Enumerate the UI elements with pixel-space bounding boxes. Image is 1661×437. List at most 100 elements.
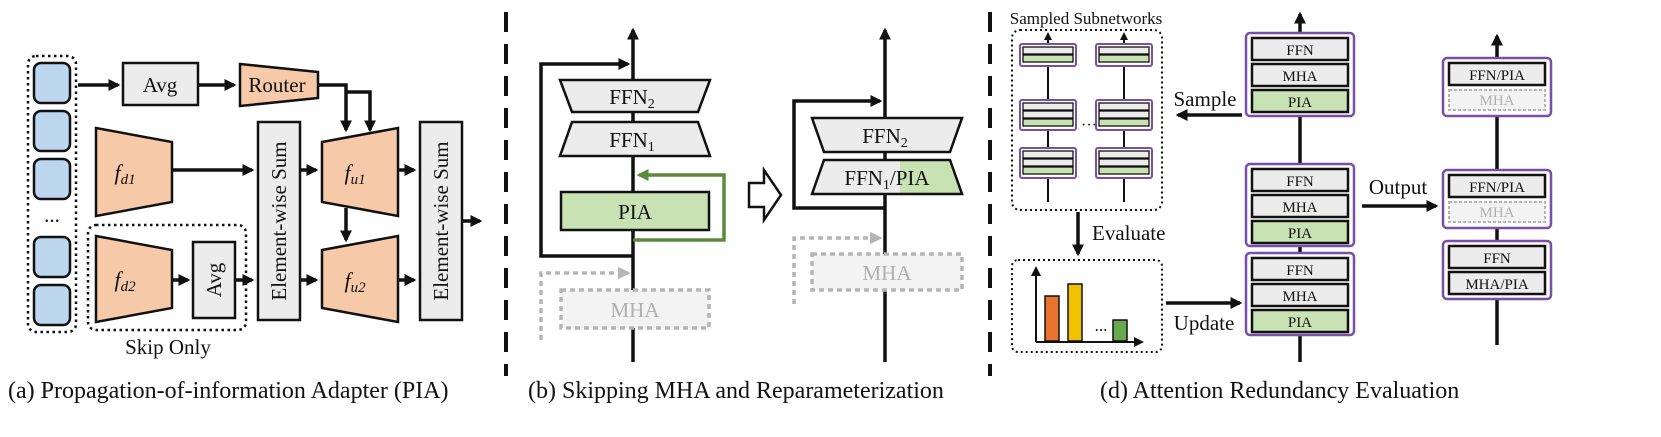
mini-arrowhead bbox=[1120, 32, 1128, 40]
output-block-mid: FFN/PIA MHA bbox=[1441, 168, 1553, 230]
fd2-label: fd2 bbox=[114, 267, 136, 295]
layer-mha-pia bbox=[1447, 270, 1547, 296]
avg-label-side: Avg bbox=[202, 262, 226, 297]
ffn2-label-b1: FFN2 bbox=[609, 85, 655, 112]
ffn1-box-b2-gray bbox=[812, 160, 900, 194]
fu2-box bbox=[320, 234, 400, 324]
update-label: Update bbox=[1174, 311, 1235, 335]
layer-label: MHA bbox=[1282, 69, 1317, 85]
avg-box-top bbox=[121, 61, 200, 107]
pia-label-b1: PIA bbox=[618, 200, 653, 224]
fd1-box bbox=[94, 126, 174, 218]
bar-green bbox=[1112, 319, 1128, 342]
mini-layer bbox=[1022, 150, 1074, 159]
panel-d: Sampled Subnetworks ⋮ ⋮ ··· Sample Evalu… bbox=[1010, 9, 1553, 404]
mini-layer bbox=[1098, 150, 1150, 159]
layer-label: FFN bbox=[1286, 43, 1314, 59]
mini-layer bbox=[1022, 158, 1074, 167]
output-dots: ⋮ bbox=[1487, 129, 1507, 151]
layer-ffn bbox=[1447, 244, 1547, 270]
router-box bbox=[238, 62, 320, 108]
token bbox=[32, 61, 72, 105]
layer-mha bbox=[1250, 62, 1350, 88]
panel-b: FFN2 FFN1 PIA MHA FFN2 FFN1/PIA MHA (b) … bbox=[528, 27, 964, 404]
layer-pia bbox=[1250, 308, 1350, 334]
sampled-subnetworks-group bbox=[1011, 29, 1163, 211]
dashed-path-b2 bbox=[792, 231, 883, 304]
layer-label: PIA bbox=[1288, 95, 1312, 111]
mha-box-b1 bbox=[559, 288, 711, 330]
panel-a: ... Avg Router fd1 fd2 Avg Skip Only Ele… bbox=[8, 54, 483, 404]
layer-label: MHA bbox=[1282, 200, 1317, 216]
layer-mha bbox=[1250, 193, 1350, 219]
mha-box-b2 bbox=[810, 252, 964, 292]
token-group bbox=[26, 54, 78, 334]
mini-dots-v-right: ⋮ bbox=[1116, 77, 1132, 94]
layer-label-skipped: MHA bbox=[1479, 205, 1514, 221]
mini-layer bbox=[1022, 54, 1074, 63]
fd2-box bbox=[94, 234, 174, 324]
fu1-label: fu1 bbox=[344, 160, 365, 188]
element-wise-sum-1 bbox=[256, 120, 302, 322]
layer-mha-skipped bbox=[1448, 89, 1546, 111]
skip-path-b2 bbox=[792, 95, 885, 210]
layer-label: PIA bbox=[1288, 226, 1312, 242]
ffn1-pia-label-b2: FFN1/PIA bbox=[844, 166, 930, 193]
supernet-block-bottom: FFN MHA PIA bbox=[1244, 251, 1356, 337]
mini-layer bbox=[1022, 102, 1074, 111]
mini-layer bbox=[1022, 46, 1074, 55]
evaluation-chart-group bbox=[1011, 259, 1163, 353]
bar-dots: ... bbox=[1095, 316, 1108, 335]
mha-label-b2: MHA bbox=[862, 261, 912, 285]
mini-layer bbox=[1098, 118, 1150, 127]
layer-label-skipped: MHA bbox=[1479, 93, 1514, 109]
token-stack bbox=[32, 61, 72, 327]
layer-label: MHA bbox=[1282, 289, 1317, 305]
layer-ffn bbox=[1250, 36, 1350, 62]
ffn1-pia-box-b2 bbox=[810, 158, 964, 196]
pia-box-b1 bbox=[559, 190, 711, 232]
layer-mha bbox=[1250, 282, 1350, 308]
ffn2-box-b2 bbox=[810, 116, 964, 154]
layer-pia bbox=[1250, 88, 1350, 114]
fu1-box bbox=[320, 126, 400, 218]
layer-label: FFN bbox=[1286, 174, 1314, 190]
output-block-bottom: FFN MHA/PIA bbox=[1441, 239, 1553, 301]
layer-label: PIA bbox=[1288, 315, 1312, 331]
output-label: Output bbox=[1369, 175, 1428, 199]
mini-layer bbox=[1098, 166, 1150, 175]
layer-label: FFN bbox=[1483, 251, 1511, 267]
mini-layer bbox=[1098, 46, 1150, 55]
mini-layer bbox=[1098, 110, 1150, 119]
supernet-block-top: FFN MHA PIA bbox=[1244, 31, 1356, 118]
ffn2-label-b2: FFN2 bbox=[862, 124, 908, 151]
skip-only-label: Skip Only bbox=[125, 335, 211, 359]
layer-label: FFN/PIA bbox=[1469, 180, 1525, 196]
router-label: Router bbox=[248, 73, 305, 97]
avg-label-top: Avg bbox=[143, 73, 178, 97]
layer-pia bbox=[1250, 219, 1350, 245]
mini-layer bbox=[1022, 166, 1074, 175]
skip-path-b1 bbox=[539, 58, 633, 258]
layer-ffn bbox=[1250, 256, 1350, 282]
pia-loop-b1 bbox=[633, 169, 726, 242]
bar-orange bbox=[1044, 295, 1060, 342]
ffn1-box-b1 bbox=[558, 120, 712, 158]
layer-ffn-pia bbox=[1447, 61, 1547, 87]
layer-label: FFN/PIA bbox=[1469, 68, 1525, 84]
ffn1-label-b1: FFN1 bbox=[609, 128, 655, 155]
mini-layer bbox=[1098, 54, 1150, 63]
sum1-label: Element-wise Sum bbox=[267, 141, 291, 300]
layer-ffn bbox=[1250, 167, 1350, 193]
fu2-label: fu2 bbox=[344, 268, 366, 296]
fd1-label: fd1 bbox=[114, 160, 135, 188]
mini-layer bbox=[1022, 118, 1074, 127]
layer-mha-skipped bbox=[1448, 201, 1546, 223]
layer-label: MHA/PIA bbox=[1465, 277, 1529, 293]
layer-label: FFN bbox=[1286, 263, 1314, 279]
sample-label: Sample bbox=[1174, 87, 1237, 111]
caption-b: (b) Skipping MHA and Reparameterization bbox=[528, 378, 944, 404]
mini-layer bbox=[1098, 158, 1150, 167]
sampled-subnetworks-label: Sampled Subnetworks bbox=[1010, 9, 1163, 28]
